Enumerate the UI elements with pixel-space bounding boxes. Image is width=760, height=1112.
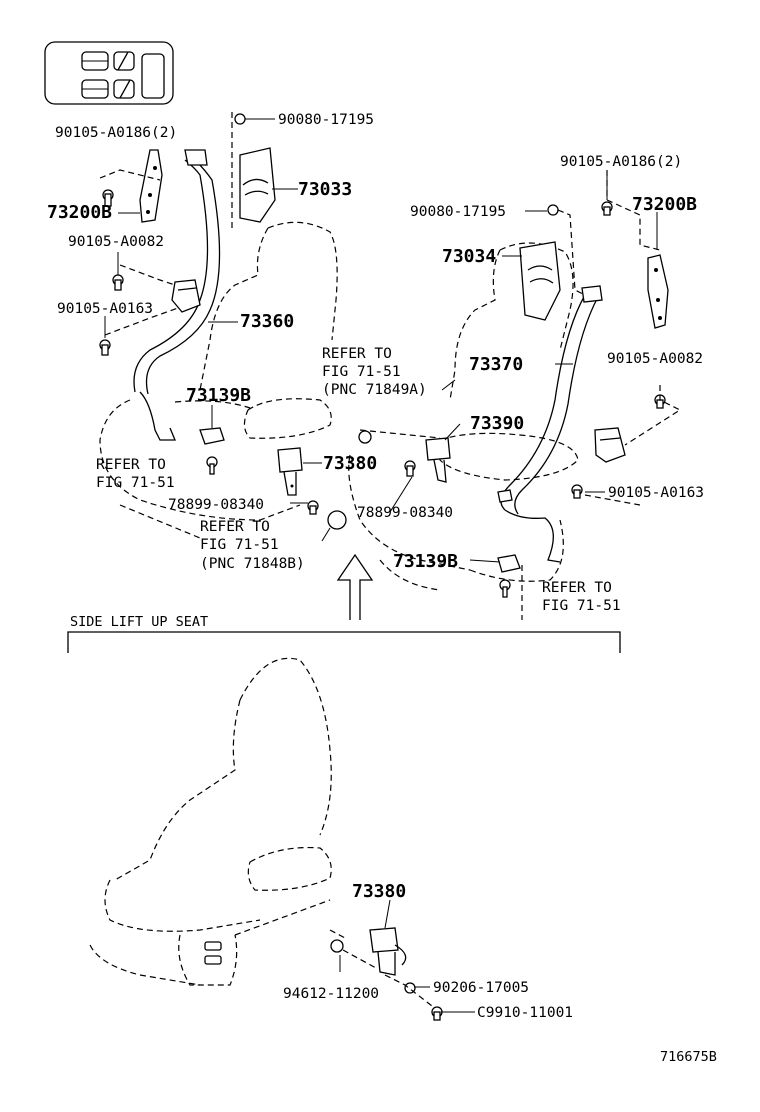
refer-to-note-3: REFER TO [200,519,270,535]
pnc-71849a-note: (PNC 71849A) [322,382,427,398]
diagram-code: 716675B [660,1049,717,1065]
label-73390[interactable]: 73390 [470,413,524,434]
lower-buckle-parts [330,927,443,1021]
fig-note-2[interactable]: FIG 71-51 [96,475,175,491]
refer-to-note-4: REFER TO [542,580,612,596]
part-labels: 90105-A0186(2) 90080-17195 73033 73200B … [47,112,704,1021]
leader-lines [104,118,658,1013]
label-90105-a0163-left[interactable]: 90105-A0163 [57,301,153,317]
label-90105-a0186-right[interactable]: 90105-A0186(2) [560,154,682,170]
right-fasteners [336,170,682,620]
refer-to-note-1: REFER TO [322,346,392,362]
section-frame [67,631,621,653]
label-73380-upper[interactable]: 73380 [323,453,377,474]
label-73034[interactable]: 73034 [442,246,496,267]
label-73200b-left[interactable]: 73200B [47,202,112,223]
label-73139b-left[interactable]: 73139B [186,385,251,406]
vehicle-locator-icon [44,41,174,105]
label-73200b-right[interactable]: 73200B [632,194,697,215]
right-retractor-73200b [594,254,669,463]
left-fasteners [99,112,347,530]
left-seat-belt-73360 [133,149,221,441]
label-90080-17195-top[interactable]: 90080-17195 [278,112,374,128]
fig-note-4[interactable]: FIG 71-51 [542,598,621,614]
label-90206-17005[interactable]: 90206-17005 [433,980,529,996]
section-title: SIDE LIFT UP SEAT [70,614,208,630]
reference-notes: REFER TO FIG 71-51 (PNC 71849A) REFER TO… [96,346,621,614]
label-73370[interactable]: 73370 [469,354,523,375]
label-90105-a0082-right[interactable]: 90105-A0082 [607,351,703,367]
lift-up-seat-outline [89,657,346,986]
fig-note-1[interactable]: FIG 71-51 [322,364,401,380]
label-94612-11200[interactable]: 94612-11200 [283,986,379,1002]
label-90105-a0186-left[interactable]: 90105-A0186(2) [55,125,177,141]
label-73033[interactable]: 73033 [298,179,352,200]
right-cover-73034 [519,241,561,321]
refer-to-note-2: REFER TO [96,457,166,473]
label-c9910-11001[interactable]: C9910-11001 [477,1005,573,1021]
label-73139b-right[interactable]: 73139B [393,551,458,572]
label-73380-lower[interactable]: 73380 [352,881,406,902]
label-73360[interactable]: 73360 [240,311,294,332]
label-90105-a0082-left[interactable]: 90105-A0082 [68,234,164,250]
right-seat-belt-73370 [497,285,603,563]
fig-note-3[interactable]: FIG 71-51 [200,537,279,553]
label-78899-08340-left[interactable]: 78899-08340 [168,497,264,513]
left-cover-73033 [239,147,276,223]
pnc-71848b-note: (PNC 71848B) [200,556,305,572]
left-retractor-73200b [139,149,201,313]
label-90105-a0163-right[interactable]: 90105-A0163 [608,485,704,501]
label-78899-08340-right[interactable]: 78899-08340 [357,505,453,521]
label-90080-17195-right[interactable]: 90080-17195 [410,204,506,220]
right-seat-outline [348,242,579,591]
left-seat-outline [99,221,338,539]
